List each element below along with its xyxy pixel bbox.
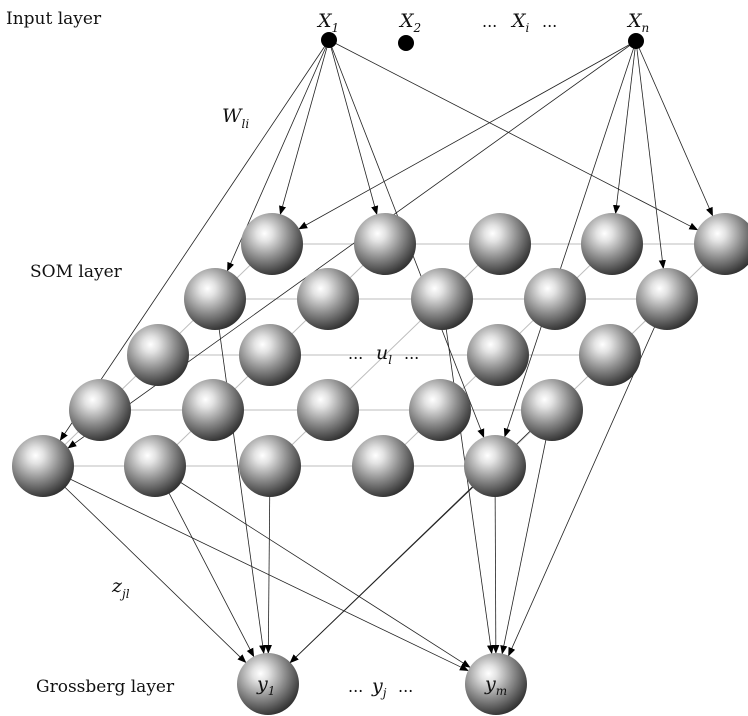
som-neuron (524, 268, 586, 330)
som-neuron (411, 268, 473, 330)
som-neuron (184, 268, 246, 330)
output-neuron-y1 (237, 653, 299, 715)
input-ellipsis-left: ... (482, 12, 497, 31)
weight-label-zjl: zjl (111, 575, 130, 601)
output-ellipsis-right: ... (398, 677, 413, 696)
som-neuron (579, 324, 641, 386)
input-to-som-edge (298, 40, 637, 230)
input-label-xi: Xi (510, 10, 530, 35)
som-neuron (352, 435, 414, 497)
som-neuron (239, 324, 301, 386)
input-ellipsis-right: ... (542, 12, 557, 31)
input-to-som-edge (328, 39, 699, 231)
som-neuron (694, 213, 748, 275)
output-ellipsis-left: ... (348, 677, 363, 696)
som-to-grossberg-edge (42, 465, 469, 671)
som-ellipsis-left: ... (348, 344, 363, 363)
input-label-x2: X2 (398, 10, 421, 35)
output-label-y1: y1 (256, 673, 275, 698)
input-layer-label: Input layer (6, 9, 102, 29)
som-neuron (467, 324, 529, 386)
output-label-ym: ym (484, 673, 507, 698)
som-to-grossberg-edge (154, 465, 471, 668)
som-to-grossberg-edge (492, 465, 500, 654)
input-to-som-edge (613, 40, 637, 215)
som-neuron (182, 379, 244, 441)
som-to-grossberg-edge (500, 409, 553, 655)
input-node-x1 (321, 32, 337, 48)
som-neuron (239, 435, 301, 497)
som-neuron (297, 379, 359, 441)
input-to-som-edge (279, 39, 330, 216)
input-to-som-edge (635, 40, 666, 270)
som-neuron (464, 435, 526, 497)
som-neuron (12, 435, 74, 497)
som-ellipsis-right: ... (404, 344, 419, 363)
weight-label-wli: Wli (222, 105, 249, 131)
som-neuron (469, 213, 531, 275)
som-to-grossberg-edge (214, 298, 267, 655)
input-label-x1: X1 (316, 10, 339, 35)
input-node-xn (628, 33, 644, 49)
som-to-grossberg-edge (154, 465, 255, 658)
som-to-grossberg-edge (264, 465, 272, 654)
neuron-nodes: y1 ym (12, 32, 748, 715)
som-to-grossberg-edge (42, 465, 247, 664)
som-neuron (521, 379, 583, 441)
som-neuron (127, 324, 189, 386)
grossberg-layer-label: Grossberg layer (36, 677, 175, 697)
output-label-yj: yj (371, 675, 387, 700)
som-neuron (409, 379, 471, 441)
input-label-xn: Xn (626, 10, 649, 35)
input-to-som-edge (59, 39, 330, 442)
som-neuron (241, 213, 303, 275)
som-neuron (124, 435, 186, 497)
som-unit-label-ul: ul (376, 342, 392, 367)
som-neuron (581, 213, 643, 275)
som-neuron (354, 213, 416, 275)
input-to-som-edge (503, 40, 637, 438)
som-neuron (297, 268, 359, 330)
output-neuron-ym (465, 653, 527, 715)
som-layer-label: SOM layer (30, 262, 123, 282)
som-neuron (69, 379, 131, 441)
som-neuron (636, 268, 698, 330)
input-to-som-edge (328, 39, 379, 215)
input-node-x2 (398, 35, 414, 51)
input-to-som-edge (635, 40, 713, 217)
